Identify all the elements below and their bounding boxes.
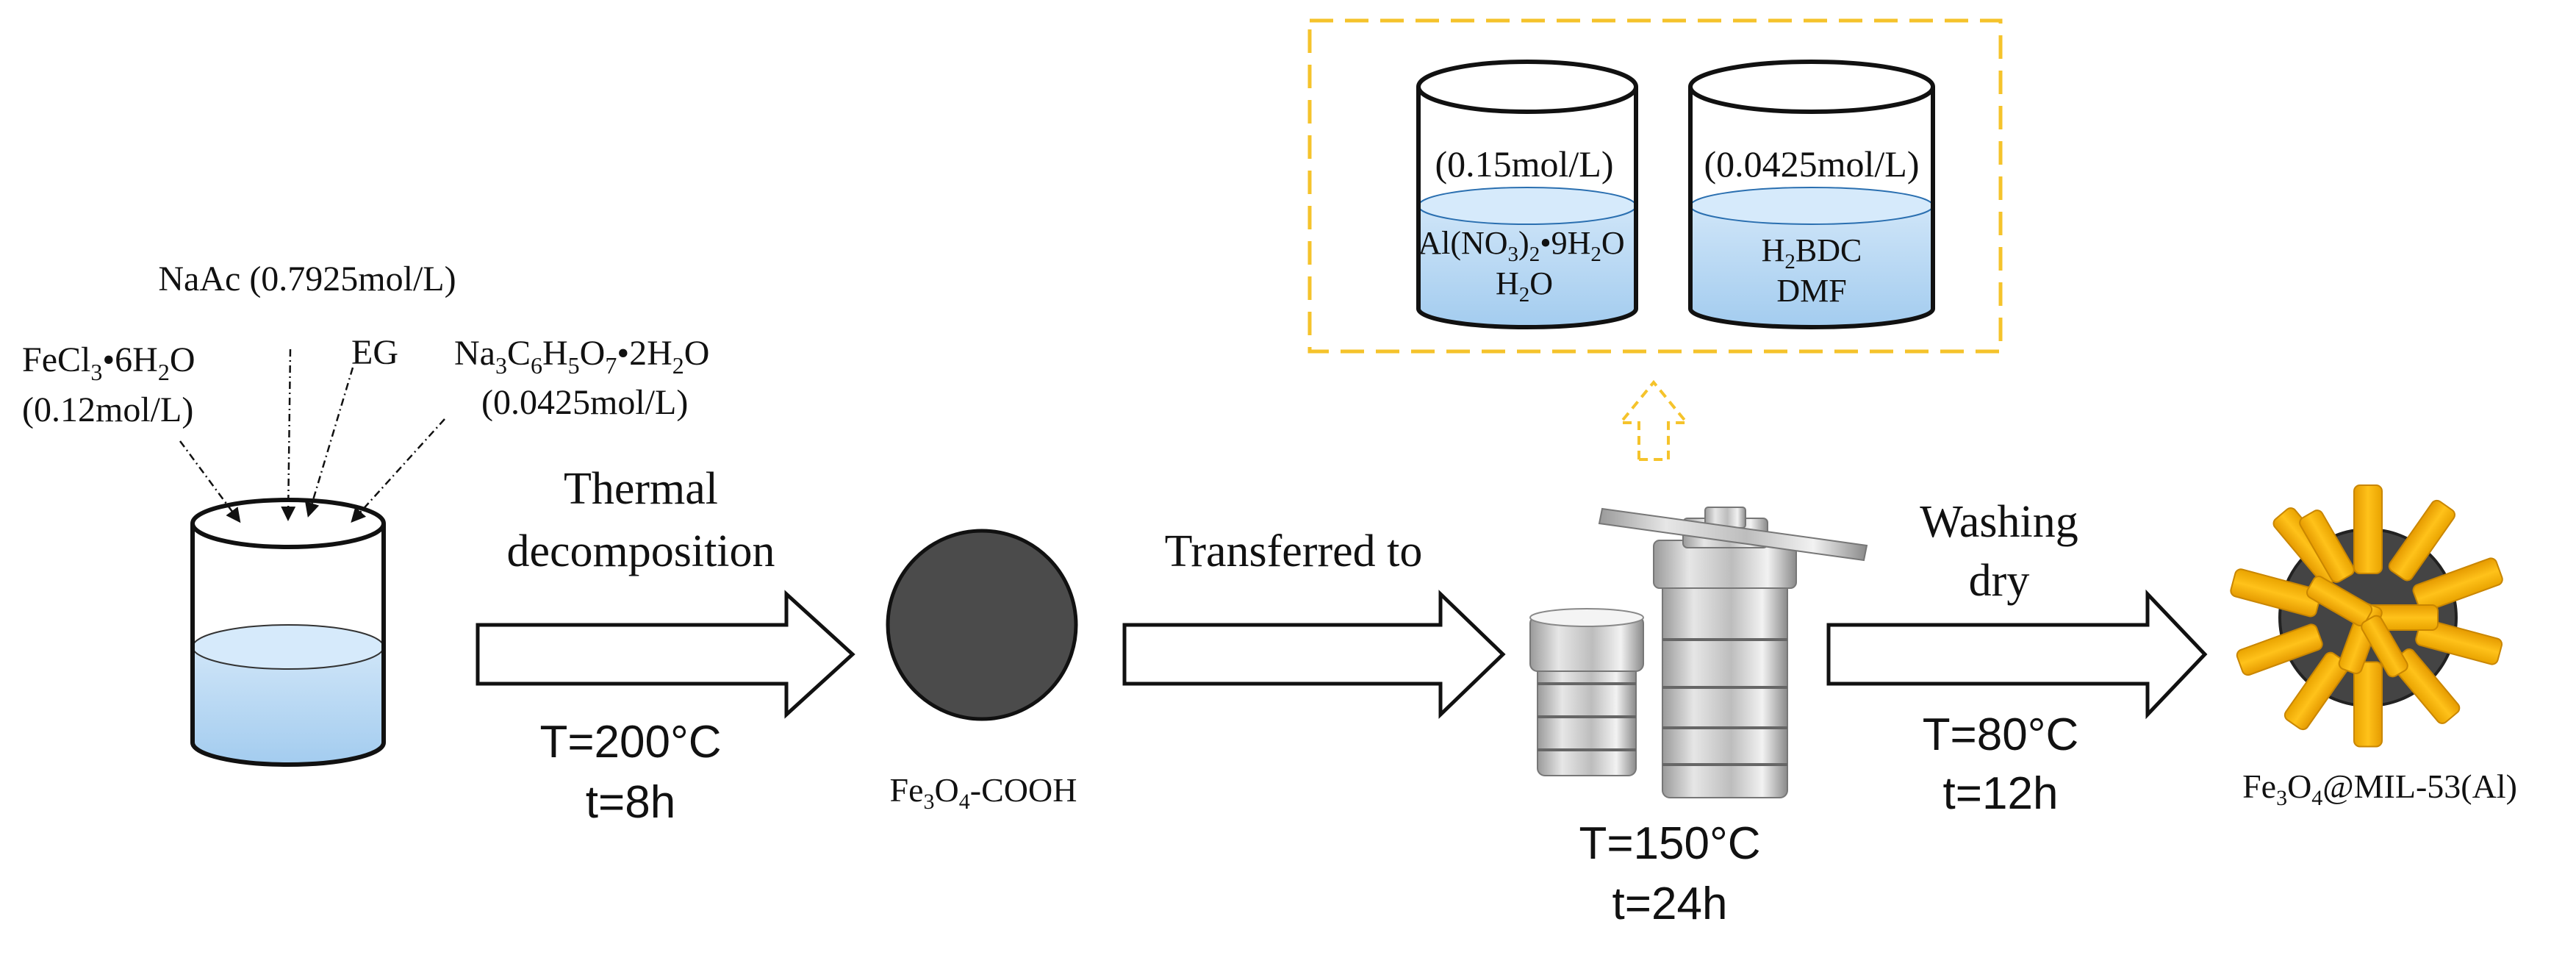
arrow1-temperature: T=200°C [539,717,721,768]
reagent-naac-label: NaAc (0.7925mol/L) [158,260,456,298]
reagent-citrate-conc: (0.0425mol/L) [481,383,688,422]
autoclave-liner [1529,608,1644,776]
fe3o4-mil53-label: Fe3O4@MIL-53(Al) [2242,768,2517,810]
mil53-rod [2283,651,2350,731]
al-nitrate-solvent: H2O [1496,265,1553,307]
al-nitrate-concentration: (0.15mol/L) [1435,143,1613,185]
reagent-eg-label: EG [351,333,398,372]
mil53-rod [2388,499,2456,582]
arrow1-label-line1: Thermal [564,464,718,514]
arrow1-time: t=8h [586,777,675,828]
h2bdc-formula: H2BDC [1762,232,1862,273]
precursor-inset-box [1307,18,2003,354]
process-arrow-3 [1826,589,2208,720]
mil53-rod [2299,509,2355,583]
inset-up-arrow [1617,379,1690,461]
autoclave-temperature: T=150°C [1579,818,1760,869]
h2bdc-beaker [1688,60,1935,329]
mil53-rod [2412,557,2503,612]
arrow2-label: Transferred to [1165,526,1423,576]
autoclave-time: t=24h [1612,879,1728,929]
al-nitrate-beaker [1416,60,1638,329]
process-arrow-2 [1122,590,1506,719]
mil53-rod [2415,618,2503,665]
mil53-rod [2306,576,2373,626]
arrow3-label-line2: dry [1969,556,2030,606]
al-nitrate-formula: Al(NO3)2•9H2O [1418,225,1624,266]
arrow1-label-line2: decomposition [506,526,775,576]
arrow3-label-line1: Washing [1920,497,2078,547]
autoclave-body [1598,507,1868,798]
arrow3-time: t=12h [1943,768,2059,819]
mil53-rod [2353,484,2383,574]
reaction-beaker [190,498,386,767]
mil53-rod [2361,615,2408,678]
fe3o4-cooh-label: Fe3O4-COOH [890,771,1077,814]
fe3o4-mil53-particle [2230,484,2503,748]
mil53-rod [2236,623,2323,676]
mil53-rod [2230,568,2322,618]
h2bdc-solvent: DMF [1776,273,1846,309]
process-arrow-1 [476,590,855,719]
h2bdc-concentration: (0.0425mol/L) [1704,143,1919,185]
reagent-addition-lines [179,348,445,523]
fe3o4-cooh-particle [886,529,1078,721]
arrow3-temperature: T=80°C [1923,709,2079,760]
reagent-fecl3-conc: (0.12mol/L) [22,390,193,429]
reagent-fecl3-label: FeCl3•6H2O [22,340,195,385]
reagent-citrate-label: Na3C6H5O7•2H2O [454,334,709,379]
mil53-rod [2353,661,2383,748]
